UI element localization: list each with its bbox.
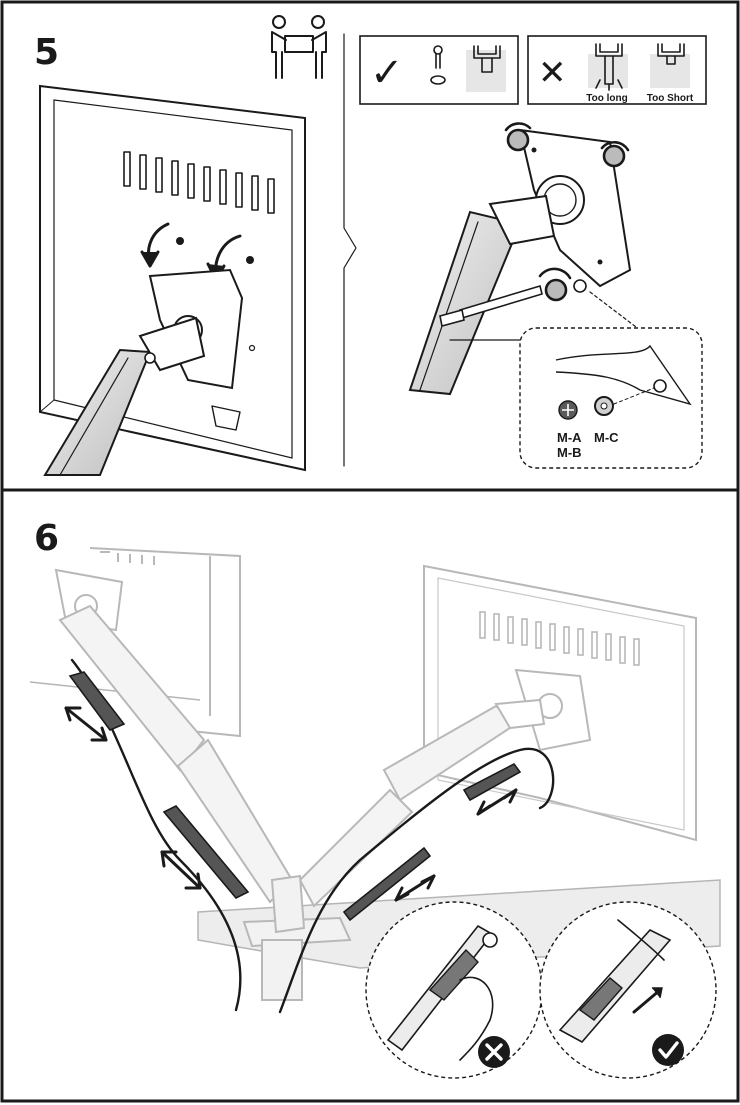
cable-cover — [68, 671, 522, 922]
panel-divider — [343, 33, 357, 467]
monitor-right — [423, 564, 697, 842]
monitor-arm — [43, 316, 206, 476]
screw-too-long-icon — [595, 43, 623, 91]
desk-clamp — [242, 874, 352, 1001]
cable — [278, 747, 555, 1014]
incorrect-screw-box: ✕ Too long Too Short — [527, 35, 707, 105]
correct-detail — [539, 901, 717, 1079]
screwdriver-icon — [439, 284, 543, 327]
rotate-arrow-icon — [504, 122, 630, 302]
screw-icon — [430, 45, 446, 85]
hardware-label-ma: M-A — [557, 430, 582, 445]
cross-circle-icon — [478, 1036, 510, 1068]
too-long-label: Too long — [586, 93, 627, 104]
slide-arrow-icon — [64, 706, 518, 902]
monitor-left — [89, 547, 241, 738]
check-mark: ✓ — [370, 51, 404, 95]
monitor-arm-right — [298, 698, 546, 908]
hardware-label-mc: M-C — [594, 430, 619, 445]
correct-screw-box: ✓ — [359, 35, 519, 105]
step-6-number: 6 — [34, 518, 59, 559]
too-short-label: Too Short — [647, 93, 694, 104]
check-circle-icon — [652, 1034, 684, 1066]
screw-icon — [246, 256, 254, 264]
screw-icon — [176, 237, 184, 245]
step-5-number: 5 — [34, 32, 59, 73]
cross-mark: ✕ — [538, 54, 567, 92]
hardware-label-mb: M-B — [557, 445, 582, 460]
incorrect-detail — [365, 901, 543, 1079]
two-person-lift-icon — [271, 15, 327, 79]
hardware-detail-box: M-A M-B M-C — [519, 327, 703, 469]
washer-icon — [573, 279, 587, 293]
zoom-leader — [589, 291, 641, 331]
screw-too-short-icon — [657, 43, 685, 65]
monitor-arm — [408, 194, 556, 396]
screw-mounted-icon — [473, 45, 501, 73]
